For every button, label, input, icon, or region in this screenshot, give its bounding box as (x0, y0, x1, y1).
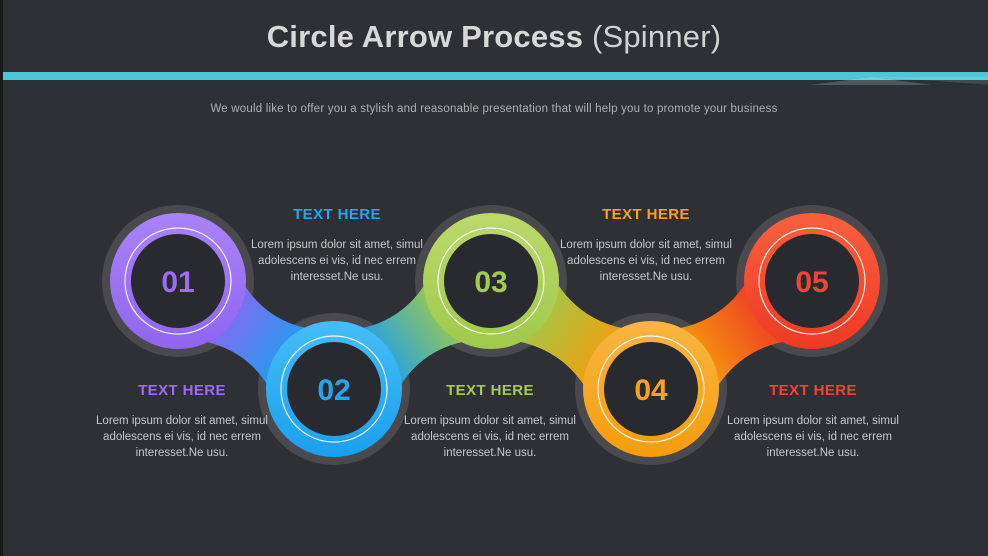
step-text-block-02: TEXT HERE Lorem ipsum dolor sit amet, si… (237, 206, 437, 285)
process-step-02: 02 (266, 321, 402, 457)
step-label-05: TEXT HERE (769, 382, 857, 399)
step-label-03: TEXT HERE (446, 382, 534, 399)
step-white-ring-04 (597, 335, 705, 443)
step-inner-circle-02 (287, 342, 381, 436)
step-label-01: TEXT HERE (138, 382, 226, 399)
step-white-ring-03 (437, 227, 545, 335)
step-label-04: TEXT HERE (602, 206, 690, 223)
step-inner-circle-01 (131, 234, 225, 328)
process-step-01: 01 (110, 213, 246, 349)
title-main: Circle Arrow Process (266, 19, 584, 54)
process-step-04: 04 (583, 321, 719, 457)
step-inner-circle-03 (444, 234, 538, 328)
process-step-05: 05 (744, 213, 880, 349)
step-number-03: 03 (474, 266, 507, 299)
step-inner-circle-04 (604, 342, 698, 436)
title-suffix: (Spinner) (583, 19, 722, 54)
step-label-02: TEXT HERE (293, 206, 381, 223)
step-number-01: 01 (161, 266, 194, 299)
step-white-ring-01 (124, 227, 232, 335)
step-text-block-05: TEXT HERE Lorem ipsum dolor sit amet, si… (713, 382, 913, 461)
step-white-ring-02 (280, 335, 388, 443)
step-white-ring-05 (758, 227, 866, 335)
step-inner-circle-05 (765, 234, 859, 328)
step-number-02: 02 (317, 374, 350, 407)
step-text-block-03: TEXT HERE Lorem ipsum dolor sit amet, si… (390, 382, 590, 461)
step-number-05: 05 (795, 266, 828, 299)
step-number-04: 04 (634, 374, 668, 407)
accent-bar-facets (810, 77, 988, 85)
page-title: Circle Arrow Process (Spinner) (0, 19, 988, 54)
slide-left-edge (0, 0, 3, 556)
step-text-block-04: TEXT HERE Lorem ipsum dolor sit amet, si… (546, 206, 746, 285)
slide-subtitle: We would like to offer you a stylish and… (210, 103, 778, 115)
step-description-01: Lorem ipsum dolor sit amet, simul adoles… (96, 415, 268, 460)
title-accent-bar (0, 72, 988, 85)
step-description-03: Lorem ipsum dolor sit amet, simul adoles… (404, 415, 576, 460)
step-text-block-01: TEXT HERE Lorem ipsum dolor sit amet, si… (82, 382, 282, 461)
step-description-02: Lorem ipsum dolor sit amet, simul adoles… (251, 239, 423, 284)
step-description-04: Lorem ipsum dolor sit amet, simul adoles… (560, 239, 732, 284)
step-description-05: Lorem ipsum dolor sit amet, simul adoles… (727, 415, 899, 460)
process-step-03: 03 (423, 213, 559, 349)
